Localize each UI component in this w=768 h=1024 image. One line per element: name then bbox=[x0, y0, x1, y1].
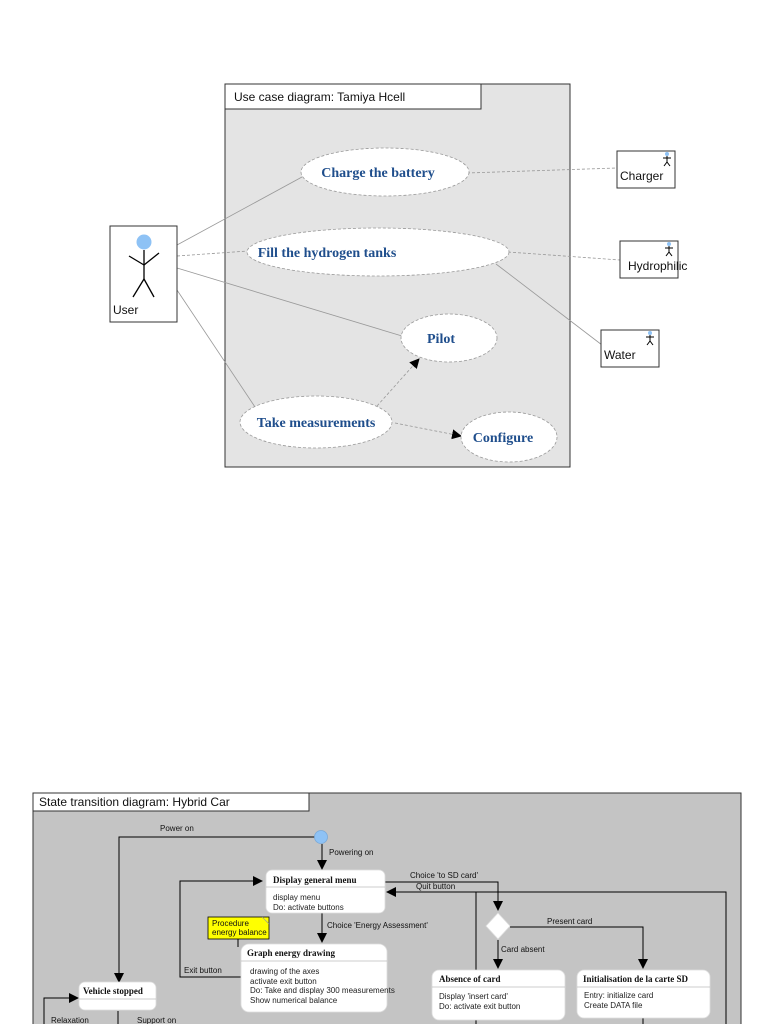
state-vehicle-stopped-title: Vehicle stopped bbox=[83, 986, 143, 996]
actor-water-label: Water bbox=[604, 348, 636, 362]
state-graph-energy[interactable]: Graph energy drawing drawing of the axes… bbox=[240, 943, 395, 1013]
state-display-menu-title: Display general menu bbox=[273, 875, 357, 885]
state-init-sd-line: Entry: initialize card bbox=[584, 991, 653, 1000]
state-vehicle-stopped[interactable]: Vehicle stopped bbox=[78, 981, 157, 1011]
assoc-fill-water bbox=[495, 263, 603, 346]
state-absence-card-line: Do: activate exit button bbox=[439, 1002, 520, 1011]
actor-water[interactable]: Water bbox=[600, 329, 660, 368]
note-line-1: Procedure bbox=[212, 919, 249, 928]
state-graph-energy-line: drawing of the axes bbox=[250, 967, 319, 976]
user-stick-figure-icon bbox=[128, 234, 160, 298]
state-diagram-title: State transition diagram: Hybrid Car bbox=[39, 795, 230, 809]
charger-stick-figure-icon bbox=[663, 152, 671, 167]
use-case-title: Use case diagram: Tamiya Hcell bbox=[234, 90, 405, 104]
label-support-on: Support on bbox=[137, 1016, 176, 1024]
initial-node-icon bbox=[314, 830, 328, 844]
assoc-charge-charger bbox=[466, 167, 618, 174]
assoc-user-fill bbox=[176, 250, 249, 257]
use-case-measure[interactable]: Take measurements bbox=[239, 395, 393, 449]
actor-hydrophilic-label: Hydrophilic bbox=[628, 259, 687, 273]
label-exit-button: Exit button bbox=[184, 966, 222, 975]
associations bbox=[176, 167, 621, 411]
state-init-sd-title: Initialisation de la carte SD bbox=[583, 974, 688, 984]
decision-node[interactable] bbox=[485, 912, 511, 940]
use-case-measure-label: Take measurements bbox=[257, 416, 376, 431]
use-case-configure[interactable]: Configure bbox=[460, 411, 558, 463]
use-case-fill-label: Fill the hydrogen tanks bbox=[258, 246, 397, 261]
actor-user[interactable]: User bbox=[109, 225, 178, 323]
transition-present-card bbox=[510, 926, 648, 969]
state-absence-card-title: Absence of card bbox=[439, 974, 501, 984]
assoc-fill-hydrophilic bbox=[507, 251, 621, 261]
use-case-pilot[interactable]: Pilot bbox=[400, 313, 498, 363]
use-case-pilot-label: Pilot bbox=[427, 332, 455, 347]
transition-relaxation bbox=[43, 993, 79, 1024]
hydrophilic-stick-figure-icon bbox=[665, 242, 673, 257]
label-relaxation: Relaxation bbox=[51, 1016, 89, 1024]
dep-measure-pilot bbox=[376, 358, 420, 407]
label-card-absent: Card absent bbox=[501, 945, 545, 954]
state-title-box bbox=[32, 792, 310, 812]
use-case-title-box bbox=[224, 83, 482, 110]
transition-quit-button bbox=[386, 887, 727, 1024]
use-case-fill[interactable]: Fill the hydrogen tanks bbox=[246, 227, 510, 277]
label-choice-energy: Choice 'Energy Assessment' bbox=[327, 921, 428, 930]
use-case-configure-label: Configure bbox=[473, 431, 533, 446]
assoc-user-pilot bbox=[176, 267, 403, 337]
note-line-2: energy balance bbox=[212, 928, 267, 937]
label-choice-sd: Choice 'to SD card' bbox=[410, 871, 478, 880]
dep-measure-configure bbox=[394, 422, 462, 440]
state-absence-card-line: Display 'insert card' bbox=[439, 992, 508, 1001]
state-display-menu-line: Do: activate buttons bbox=[273, 903, 344, 912]
state-display-menu[interactable]: Display general menu display menu Do: ac… bbox=[265, 869, 386, 914]
actor-charger-label: Charger bbox=[620, 169, 663, 183]
transitions bbox=[43, 836, 727, 1024]
assoc-user-charge bbox=[176, 176, 303, 246]
transition-power-on bbox=[114, 836, 315, 983]
state-graph-energy-line: Show numerical balance bbox=[250, 996, 338, 1005]
assoc-user-measure bbox=[176, 289, 258, 411]
note-energy-balance: Procedure energy balance bbox=[207, 916, 270, 940]
label-present-card: Present card bbox=[547, 917, 592, 926]
water-stick-figure-icon bbox=[646, 331, 654, 346]
label-quit-button: Quit button bbox=[416, 882, 455, 891]
transition-choice-sd bbox=[385, 881, 503, 911]
state-absence-card[interactable]: Absence of card Display 'insert card' Do… bbox=[431, 969, 566, 1021]
use-case-diagram: Use case diagram: Tamiya Hcell Charge th… bbox=[109, 83, 687, 468]
state-graph-energy-line: activate exit button bbox=[250, 977, 317, 986]
dependencies bbox=[376, 358, 462, 440]
state-init-sd[interactable]: Initialisation de la carte SD Entry: ini… bbox=[576, 969, 711, 1019]
state-init-sd-line: Create DATA file bbox=[584, 1001, 643, 1010]
actor-charger[interactable]: Charger bbox=[616, 150, 676, 189]
use-case-charge[interactable]: Charge the battery bbox=[300, 147, 470, 197]
transition-exit-button bbox=[179, 876, 263, 978]
use-case-charge-label: Charge the battery bbox=[321, 166, 435, 181]
actor-user-label: User bbox=[113, 303, 138, 317]
label-powering-on: Powering on bbox=[329, 848, 373, 857]
actor-hydrophilic[interactable]: Hydrophilic bbox=[619, 240, 687, 279]
label-power-on: Power on bbox=[160, 824, 194, 833]
state-display-menu-line: display menu bbox=[273, 893, 320, 902]
state-graph-energy-title: Graph energy drawing bbox=[247, 948, 336, 958]
state-graph-energy-line: Do: Take and display 300 measurements bbox=[250, 986, 395, 995]
state-diagram: State transition diagram: Hybrid Car bbox=[32, 792, 742, 1024]
